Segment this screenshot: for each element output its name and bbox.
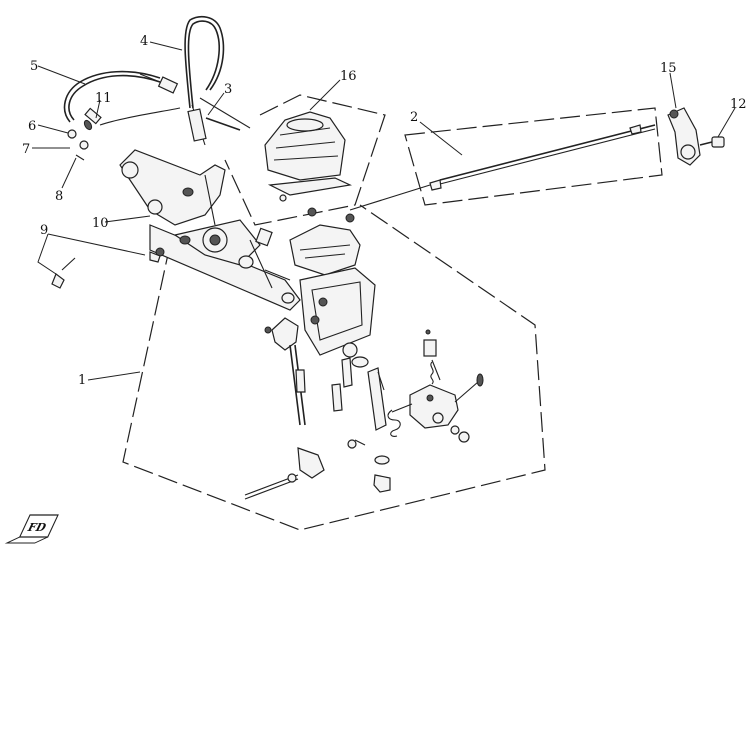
callout-labels: 1 2 3 4 5 6 7 8 9 10 11 12 15 16 [22,34,747,388]
detent-block [391,329,484,443]
callout-6: 6 [28,119,36,134]
callout-9: 9 [40,223,48,238]
shift-lever [244,317,325,500]
hardware-6-7-8-11 [67,107,102,161]
callout-3: 3 [224,82,232,97]
leader-lines [32,41,736,381]
callout-16: 16 [340,69,357,84]
shift-shaft-housing [149,219,301,311]
callout-10: 10 [92,216,109,231]
linkage-arm-15 [667,107,701,166]
callout-5: 5 [30,59,38,74]
callout-15: 15 [660,61,677,76]
bolt-12 [699,136,725,148]
lever-bracket-10 [119,149,226,226]
boot-boundary-16 [224,94,386,226]
callout-8: 8 [55,189,63,204]
callout-4: 4 [140,34,148,49]
callout-7: 7 [22,142,30,157]
front-direction-label: FD [25,521,49,534]
gate-housing [289,207,376,358]
shift-rod-2 [349,124,656,211]
shift-cable [63,15,251,146]
front-direction-badge: FD [4,514,59,544]
bolt-9 [51,251,161,289]
callout-1: 1 [78,373,86,388]
callout-12: 12 [730,97,747,112]
rod-boundary-2 [404,107,663,206]
shifter-boot-16 [264,111,353,202]
callout-11: 11 [95,91,112,106]
pins-and-springs [331,356,401,493]
callout-2: 2 [410,110,418,125]
assembly-boundary-1 [122,204,546,531]
